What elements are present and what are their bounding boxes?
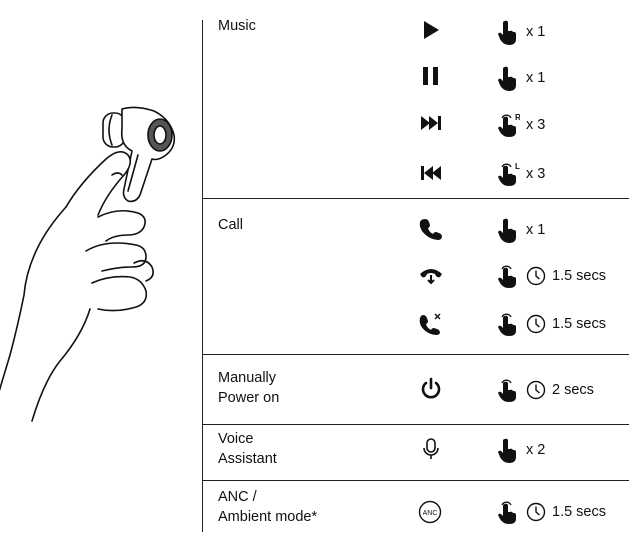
gesture-play: x 1 (496, 19, 545, 45)
tap-icon (496, 19, 520, 45)
press-hold-icon (496, 311, 520, 337)
gesture-text: 1.5 secs (552, 504, 606, 520)
tap-left-icon: L (496, 161, 520, 187)
gesture-power-on: 2 secs (496, 377, 594, 403)
gesture-previous-track: L x 3 (496, 161, 545, 187)
section-divider (202, 354, 629, 355)
gesture-text: 1.5 secs (552, 316, 606, 332)
svg-text:R: R (515, 113, 520, 122)
next-track-icon (419, 111, 443, 135)
microphone-icon (419, 437, 443, 461)
section-label-music: Music (218, 18, 256, 34)
play-icon (419, 18, 443, 42)
gesture-voice-assistant: x 2 (496, 437, 545, 463)
gesture-text: x 3 (526, 166, 546, 182)
gesture-text: x 2 (526, 442, 546, 458)
phone-answer-icon (419, 217, 443, 241)
gesture-text: x 1 (526, 24, 546, 40)
section-label-power-on: Manually Power on (218, 370, 280, 406)
section-label-voice-assistant: Voice Assistant (218, 431, 277, 467)
anc-icon: ANC (418, 500, 442, 524)
clock-icon (526, 266, 546, 286)
svg-text:L: L (515, 162, 520, 171)
gesture-hang-up: 1.5 secs (496, 263, 606, 289)
hand-earbud-illustration (0, 95, 200, 425)
gesture-next-track: R x 3 (496, 112, 545, 138)
gesture-anc: 1.5 secs (496, 499, 606, 525)
section-label-call: Call (218, 217, 243, 233)
gesture-answer-call: x 1 (496, 217, 545, 243)
table-divider-vertical (202, 20, 203, 532)
tap-icon (496, 65, 520, 91)
tap-right-icon: R (496, 112, 520, 138)
gesture-text: x 3 (526, 117, 546, 133)
clock-icon (526, 380, 546, 400)
gesture-text: x 1 (526, 222, 546, 238)
press-hold-icon (496, 263, 520, 289)
press-hold-icon (496, 499, 520, 525)
clock-icon (526, 314, 546, 334)
section-divider (202, 480, 629, 481)
power-icon (419, 377, 443, 401)
press-hold-icon (496, 377, 520, 403)
clock-icon (526, 502, 546, 522)
section-label-anc: ANC / Ambient mode* (218, 489, 318, 525)
section-divider (202, 424, 629, 425)
gesture-pause: x 1 (496, 65, 545, 91)
section-divider (202, 198, 629, 199)
gesture-text: 2 secs (552, 382, 594, 398)
pause-icon (419, 64, 443, 88)
svg-text:ANC: ANC (423, 510, 438, 517)
tap-icon (496, 437, 520, 463)
gesture-reject-call: 1.5 secs (496, 311, 606, 337)
tap-icon (496, 217, 520, 243)
phone-hangup-icon (419, 262, 443, 286)
gesture-text: x 1 (526, 70, 546, 86)
gesture-text: 1.5 secs (552, 268, 606, 284)
previous-track-icon (419, 161, 443, 185)
phone-reject-icon (419, 311, 443, 335)
